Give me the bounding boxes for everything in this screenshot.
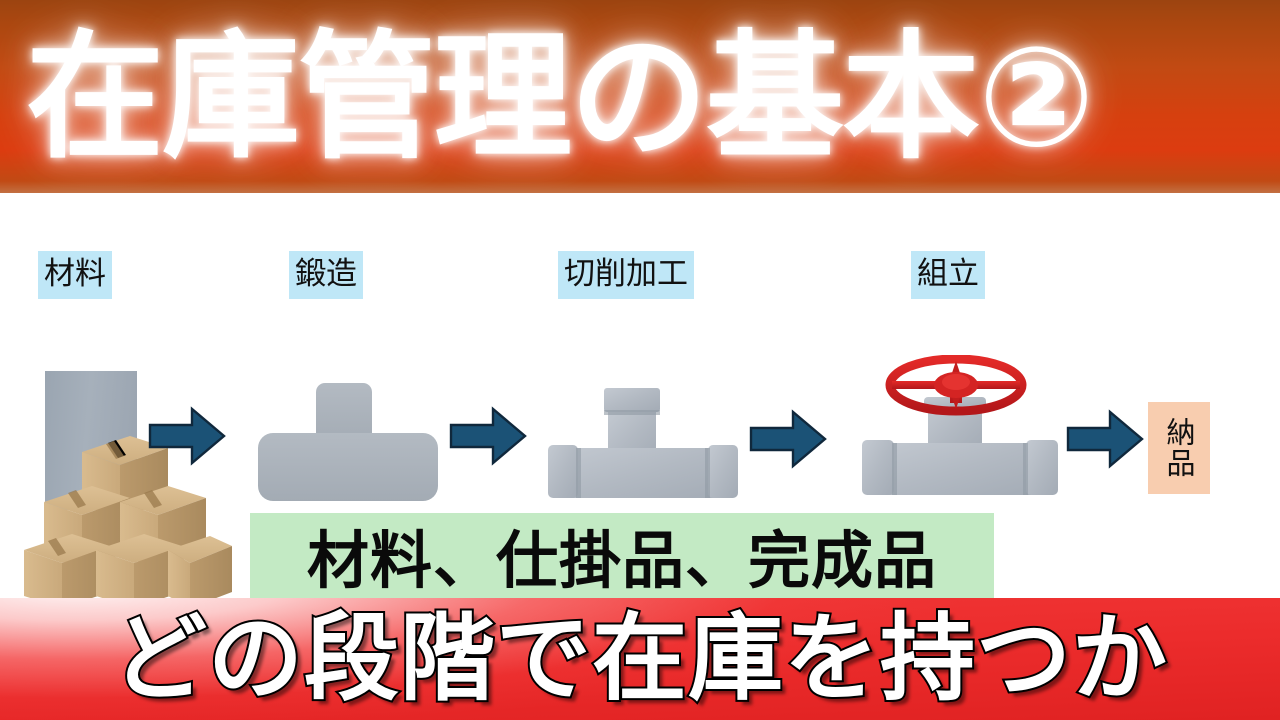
arrow-forging-to-machining-icon <box>449 405 527 467</box>
forged-tee-blank-icon <box>258 383 448 501</box>
delivery-label: 納品 <box>1148 402 1210 494</box>
step-label-forging: 鍛造 <box>289 251 363 299</box>
inventory-types-band: 材料、仕掛品、完成品 <box>250 513 994 608</box>
step-label-assembly: 組立 <box>911 251 985 299</box>
footer-question-text: どの段階で在庫を持つか <box>110 602 1169 716</box>
footer-question-band: どの段階で在庫を持つか <box>0 598 1280 720</box>
cardboard-boxes-icon <box>20 432 235 610</box>
arrow-assembly-to-delivery-icon <box>1066 408 1144 470</box>
machined-tee-fitting-icon <box>548 388 738 498</box>
step-label-material: 材料 <box>38 251 112 299</box>
page-title: 在庫管理の基本② <box>26 17 1095 178</box>
arrow-machining-to-assembly-icon <box>749 408 827 470</box>
title-glow-wrap: 在庫管理の基本② <box>0 4 1280 192</box>
step-label-machining: 切削加工 <box>558 251 694 299</box>
assembled-valve-icon <box>862 354 1058 500</box>
inventory-types-text: 材料、仕掛品、完成品 <box>306 523 937 597</box>
arrow-material-to-forging-icon <box>148 405 226 467</box>
title-banner: 在庫管理の基本② <box>0 0 1280 193</box>
red-handwheel <box>885 354 1027 416</box>
